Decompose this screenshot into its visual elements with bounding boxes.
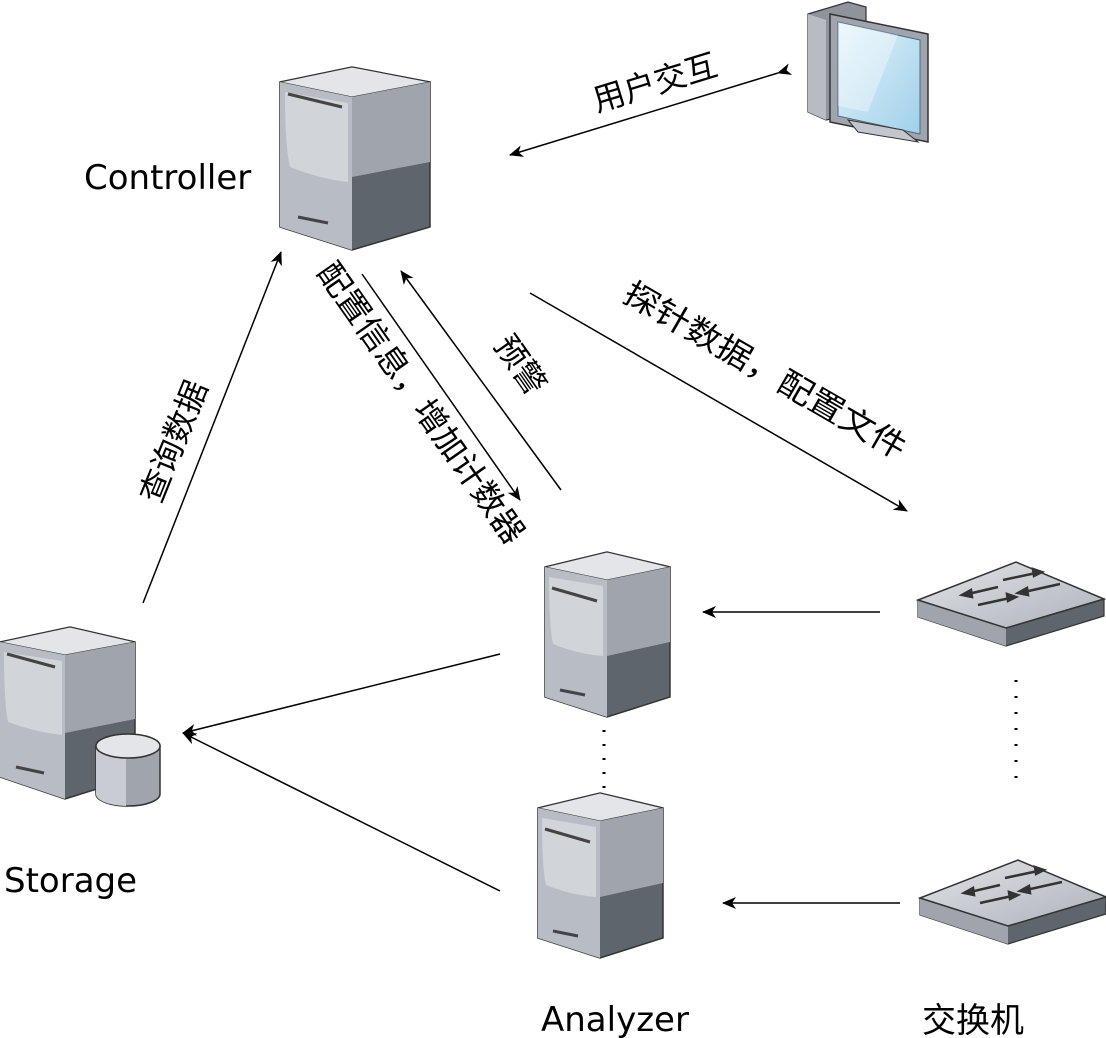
edges xyxy=(142,63,1018,909)
switch-label: 交换机 xyxy=(922,1001,1024,1038)
analyzer-label: Analyzer xyxy=(541,1000,689,1038)
user-pc-icon xyxy=(807,1,929,143)
edge-probe-data xyxy=(529,292,908,512)
edge-alert xyxy=(400,270,562,491)
edge-query-data xyxy=(142,251,282,604)
controller-server-icon xyxy=(279,66,431,251)
database-cylinder-icon xyxy=(95,733,161,807)
query-data-label: 查询数据 xyxy=(132,375,215,508)
user-interaction-label: 用户交互 xyxy=(588,46,722,120)
controller-label: Controller xyxy=(84,158,251,198)
analyzer-server-icon-2 xyxy=(537,792,664,959)
alert-label: 预警 xyxy=(486,328,554,402)
edge-analyzer2-to-storage xyxy=(182,732,501,892)
probe-data-label: 探针数据，配置文件 xyxy=(617,274,913,467)
storage-label: Storage xyxy=(4,861,137,901)
edge-analyzer1-to-storage xyxy=(182,653,501,736)
switch-icon-2 xyxy=(917,859,1106,945)
edge-user-interaction xyxy=(509,63,793,157)
edge-config-info xyxy=(361,273,521,501)
analyzer-server-icon-1 xyxy=(544,551,671,718)
switch-icon-1 xyxy=(915,561,1106,647)
